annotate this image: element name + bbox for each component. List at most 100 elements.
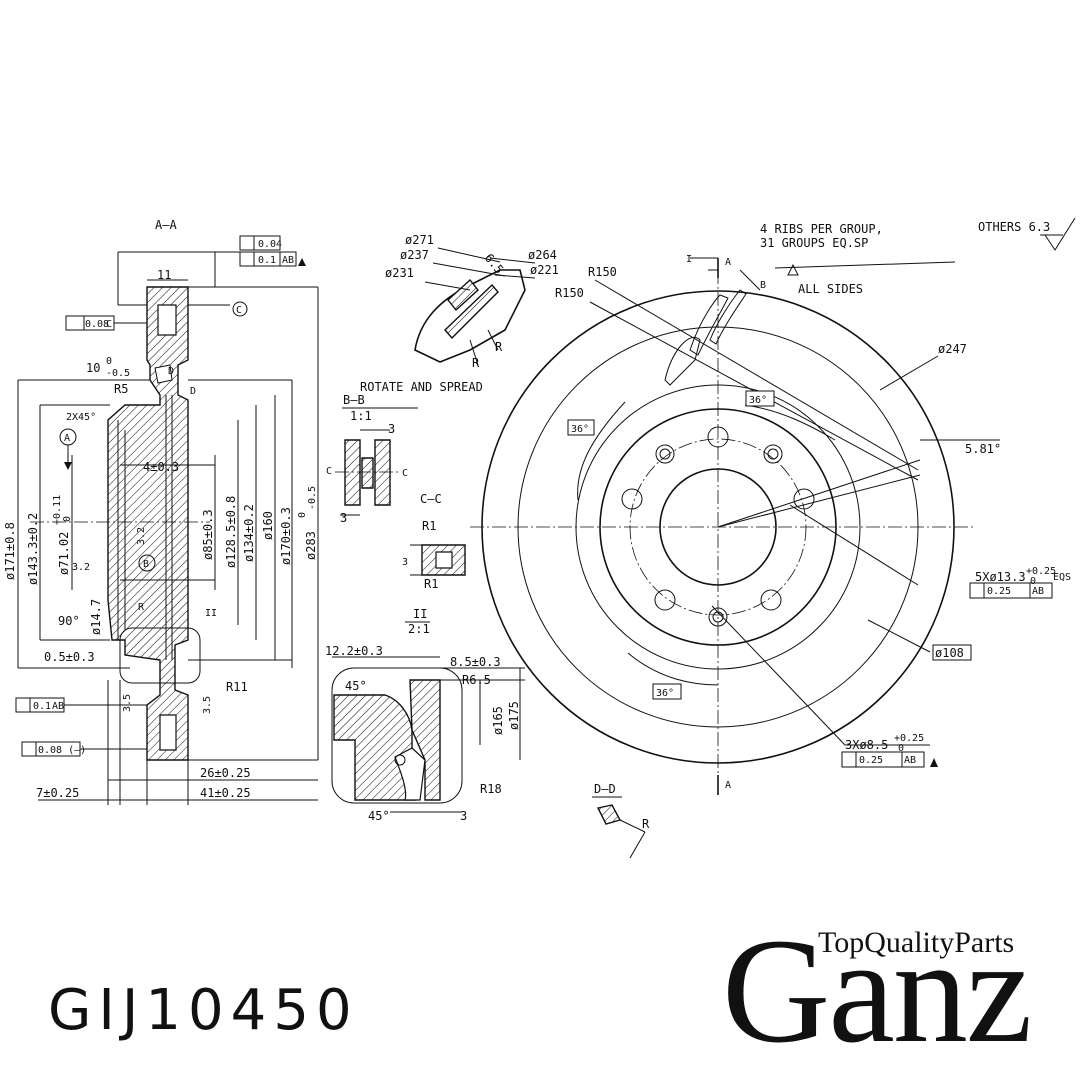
dim-134: ø134±0.2: [242, 504, 256, 562]
dim-32-a: 3.2: [136, 527, 147, 545]
dim-45-a: 45°: [345, 679, 367, 693]
dim-1285: ø128.5±0.8: [224, 496, 238, 568]
dim-r65: R6.5: [462, 673, 491, 687]
part-number: GIJ10450: [48, 978, 359, 1043]
dim-35-b: 3.5: [202, 696, 213, 714]
dim-231: ø231: [385, 266, 414, 280]
tol-runout-ab-left: 0.1: [33, 701, 51, 712]
brand-tagline: TopQualityParts: [818, 926, 1015, 959]
section-bb: B–B 1:1 C C 3 3: [326, 393, 418, 525]
section-cut-i: I: [686, 254, 692, 265]
tol-parallel-008: 0.08: [85, 319, 109, 330]
note-others: OTHERS 6.3: [978, 220, 1050, 234]
note-ribs: 4 RIBS PER GROUP,: [760, 222, 883, 236]
dim-41: 41±0.25: [200, 786, 251, 800]
dim-r-a: R: [472, 356, 480, 370]
dim-3: 3: [460, 809, 467, 823]
dim-85b: 8.5±0.3: [450, 655, 501, 669]
dim-170: ø170±0.3: [279, 507, 293, 565]
rib-detail: ø271 ø237 ø231 6.5 ø264 ø221 R R ROTATE …: [360, 233, 559, 394]
dim-221: ø221: [530, 263, 559, 277]
dim-r-small: R: [138, 602, 145, 613]
dim-10-tol: 0: [106, 356, 112, 367]
dim-160: ø160: [261, 511, 275, 540]
datum-b: B: [143, 559, 149, 570]
section-bb-scale: 1:1: [350, 409, 372, 423]
section-cc-label: C–C: [420, 492, 442, 506]
note-rotate: ROTATE AND SPREAD: [360, 380, 483, 394]
tol-pos-025-b: 0.25: [859, 755, 883, 766]
dim-r18: R18: [480, 782, 502, 796]
dim-165: ø165: [491, 706, 505, 735]
dim-r150-a: R150: [588, 265, 617, 279]
dim-cc3: 3: [402, 557, 408, 568]
dim-283-tol: 0: [297, 512, 308, 518]
section-cut-a-bottom: A: [725, 780, 731, 791]
dim-bb3-a: 3: [388, 422, 395, 436]
datum-c: C: [236, 305, 242, 316]
tol-flat-008-left: 0.08 (–): [38, 745, 86, 756]
section-dd: D–D R: [592, 782, 650, 859]
dim-10: 10: [86, 361, 100, 375]
dim-r-b: R: [495, 340, 503, 354]
dim-36-b: 36°: [749, 395, 767, 406]
tol-ab: AB: [282, 255, 294, 266]
dim-r5: R5: [114, 382, 128, 396]
dim-holes3-tol: +0.25: [894, 733, 924, 744]
dim-10-tol2: -0.5: [106, 368, 130, 379]
dim-26: 26±0.25: [200, 766, 251, 780]
dim-35-a: 3.5: [122, 694, 133, 712]
section-cut-a-top: A: [725, 257, 731, 268]
dim-holes5-tol2: 0: [1030, 576, 1036, 587]
dim-r-dd: R: [642, 817, 650, 831]
note-ribs-line2: 31 GROUPS EQ.SP: [760, 236, 868, 250]
tol-pos-025: 0.25: [987, 586, 1011, 597]
tol-pos-ab-b: AB: [904, 755, 916, 766]
dim-122: 12.2±0.3: [325, 644, 383, 658]
dim-85: ø85±0.3: [201, 509, 215, 560]
tol-runout-ab-left-datum: AB: [52, 701, 64, 712]
dim-eqs: EQS: [1053, 572, 1071, 583]
dim-r1-a: R1: [422, 519, 436, 533]
dim-r1-b: R1: [424, 577, 438, 591]
dim-143: ø143.3±0.2: [26, 513, 40, 585]
detail-ii-label: II: [205, 608, 217, 619]
dim-45-b: 45°: [368, 809, 390, 823]
dim-36-a: 36°: [571, 424, 589, 435]
front-view: I A A B 4 RIBS PER GROUP, 31 GROUPS EQ.S…: [470, 217, 1076, 795]
dim-holes3-tol2: 0: [898, 743, 904, 754]
dim-4: 4±0.3: [143, 460, 179, 474]
section-ii-label: II: [413, 607, 427, 621]
section-cut-c-right: C: [402, 468, 408, 479]
dim-32-b: 3.2: [72, 562, 90, 573]
dim-11: 11: [157, 268, 171, 282]
section-bb-label: B–B: [343, 393, 365, 407]
dim-r150-b: R150: [555, 286, 584, 300]
dim-108: ø108: [935, 646, 964, 660]
dim-283-tol2: -0.5: [307, 486, 318, 510]
brand-logo: Ganz: [722, 908, 1032, 1074]
dim-175: ø175: [507, 701, 521, 730]
dim-36-c: 36°: [656, 688, 674, 699]
dim-d-mark-2: D: [190, 386, 196, 397]
dim-bb3-b: 3: [340, 511, 347, 525]
dim-7: 7±0.25: [36, 786, 79, 800]
section-aa: A–A: [3, 218, 319, 805]
dim-r11: R11: [226, 680, 248, 694]
dim-71-tol2: 0: [62, 516, 73, 522]
section-cut-c-left: C: [326, 466, 332, 477]
tol-runout-01: 0.1: [258, 255, 276, 266]
section-cc: C–C R1 R1 3 II 2:1: [402, 492, 466, 636]
tol-parallel-c: C: [106, 319, 112, 330]
dim-171: ø171±0.8: [3, 522, 17, 580]
dim-90: 90°: [58, 614, 80, 628]
section-ii-scale: 2:1: [408, 622, 430, 636]
dim-71: ø71.02: [57, 532, 71, 575]
dim-71-tol: +0.11: [52, 495, 63, 525]
section-cut-b: B: [760, 280, 766, 291]
dim-283: ø283: [304, 531, 318, 560]
datum-a: A: [64, 433, 70, 444]
section-dd-label: D–D: [594, 782, 616, 796]
dim-holes5-tol: +0.25: [1026, 566, 1056, 577]
dim-237: ø237: [400, 248, 429, 262]
